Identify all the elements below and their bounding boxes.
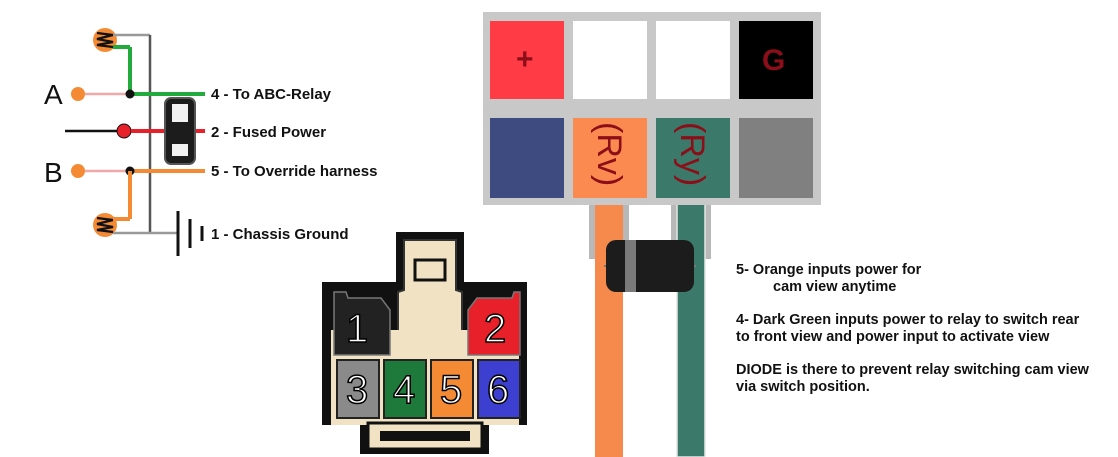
rv-label: (Rv) <box>590 122 628 186</box>
pin-3-cavity <box>336 359 380 419</box>
cell-navy <box>490 118 564 198</box>
cell-rv <box>573 118 647 198</box>
pin-4-label: 4 <box>393 368 415 412</box>
pin5-label: 5 - To Override harness <box>211 163 377 180</box>
pin4-label: 4 - To ABC-Relay <box>211 86 332 103</box>
diode-band <box>625 240 636 292</box>
switch-schematic: A B 4 - To ABC-Relay 2 - Fused Power <box>44 28 377 256</box>
connector-foot-slot <box>380 431 470 441</box>
orange-note: 5- Orange inputs power for cam view anyt… <box>736 262 1096 296</box>
junction-a <box>125 89 135 99</box>
cell-blank-2 <box>656 21 730 99</box>
terminal-a-icon <box>71 87 85 101</box>
cell-ground <box>739 21 813 99</box>
diode <box>604 240 696 292</box>
orange-note-line1: 5- Orange inputs power for <box>736 262 922 278</box>
label-b: B <box>44 157 63 188</box>
diode-note: DIODE is there to prevent relay switchin… <box>736 362 1089 395</box>
pin-2-label: 2 <box>484 307 506 351</box>
orange-note-line2: cam view anytime <box>773 279 897 295</box>
plus-label: + <box>516 43 534 76</box>
pin-6-label: 6 <box>487 368 509 412</box>
terminal-block: + G (Rv) (Ry) <box>483 12 821 457</box>
six-pin-connector: 1 2 3 4 5 6 <box>322 232 527 454</box>
bottom-lamp-filament <box>96 216 114 234</box>
pin-6-cavity <box>477 359 521 419</box>
switch-highlight-top <box>172 104 188 122</box>
latch-tab <box>413 258 447 282</box>
power-lamp-icon <box>116 123 132 139</box>
cell-blank-1 <box>573 21 647 99</box>
ry-label: (Ry) <box>673 122 711 186</box>
pin-1-label: 1 <box>346 307 368 351</box>
pin-3-label: 3 <box>346 368 368 412</box>
connector-latch <box>397 239 463 333</box>
top-lamp-filament <box>96 31 114 49</box>
pin-2-cavity <box>467 291 521 356</box>
pin2-label: 2 - Fused Power <box>211 124 326 141</box>
pin-5-cavity <box>430 359 474 419</box>
notes-panel: 5- Orange inputs power for cam view anyt… <box>736 262 1096 412</box>
ground-label: G <box>762 44 785 77</box>
green-note: 4- Dark Green inputs power to relay to s… <box>736 312 1080 345</box>
cell-plus <box>490 21 564 99</box>
diode-body <box>606 240 694 292</box>
cell-ry <box>656 118 730 198</box>
switch-highlight-bottom <box>172 144 188 156</box>
terminal-b-icon <box>71 164 85 178</box>
pin1-label: 1 - Chassis Ground <box>211 226 349 243</box>
pin-4-cavity <box>383 359 427 419</box>
pin-5-label: 5 <box>440 368 462 412</box>
pin-1-cavity <box>333 291 391 356</box>
label-a: A <box>44 79 63 110</box>
cell-grey <box>739 118 813 198</box>
